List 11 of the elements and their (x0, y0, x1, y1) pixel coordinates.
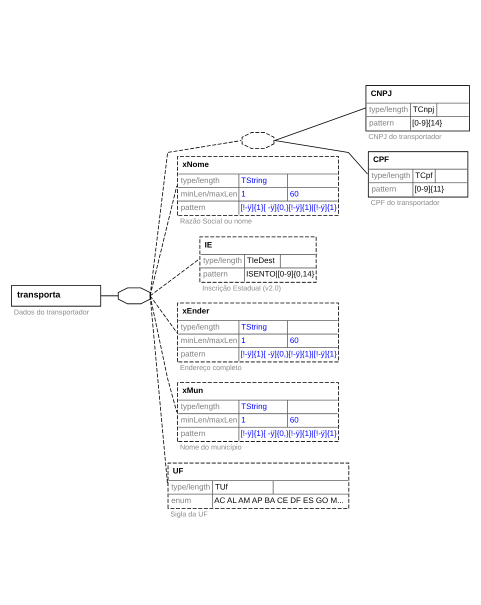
connector (150, 140, 242, 296)
node-octagon (242, 132, 274, 148)
connector (150, 185, 178, 296)
connector (100, 294, 119, 296)
connector (150, 258, 200, 296)
connector (274, 140, 368, 174)
connector (150, 294, 178, 412)
connector (274, 106, 366, 140)
node-octagon (118, 286, 150, 304)
connector (150, 294, 168, 486)
connector (150, 294, 178, 332)
